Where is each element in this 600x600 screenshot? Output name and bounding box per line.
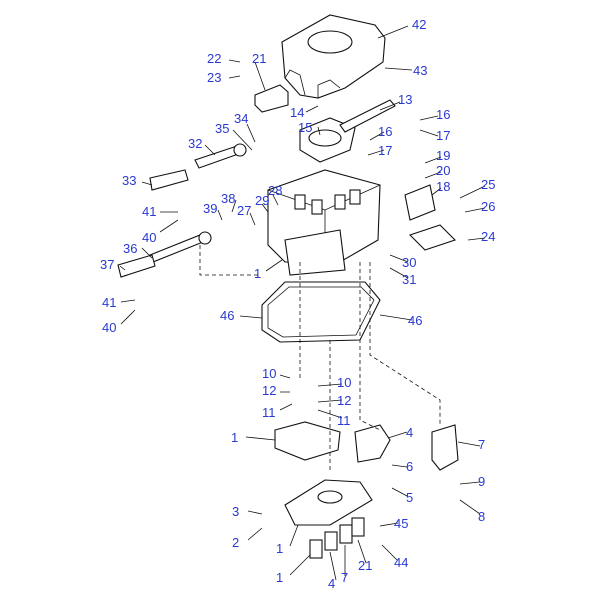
- part-label: 46: [220, 308, 235, 323]
- part-label: 13: [398, 92, 413, 107]
- connector-4-part: [354, 424, 391, 463]
- part-label: 1: [254, 266, 262, 281]
- part-label: 32: [188, 136, 203, 151]
- part-label: 42: [412, 17, 427, 32]
- part-label: 14: [290, 105, 305, 120]
- part-label: 9: [478, 474, 486, 489]
- part-label: 40: [142, 230, 157, 245]
- part-label: 36: [123, 241, 138, 256]
- part-label: 34: [234, 111, 249, 126]
- part-label: 16: [436, 107, 451, 122]
- part-label: 21: [252, 51, 267, 66]
- part-label: 38: [221, 191, 236, 206]
- part-label: 25: [481, 177, 496, 192]
- part-label: 29: [255, 193, 270, 208]
- leader-lines: [119, 25, 486, 581]
- part-label: 22: [207, 51, 222, 66]
- main-body-part: [267, 169, 381, 276]
- plate-24-part: [408, 224, 457, 251]
- tube-parts: [117, 143, 247, 278]
- part-label: 21: [358, 558, 373, 573]
- part-label: 11: [337, 413, 351, 428]
- part-label: 45: [394, 516, 409, 531]
- part-label: 18: [436, 179, 451, 194]
- part-label: 28: [268, 183, 283, 198]
- part-label: 41: [142, 204, 157, 219]
- part-label: 37: [100, 257, 115, 272]
- part-label: 30: [402, 255, 417, 270]
- part-label: 27: [237, 203, 252, 218]
- part-label: 6: [406, 459, 414, 474]
- part-label: 17: [436, 128, 451, 143]
- part-label: 26: [481, 199, 496, 214]
- part-label: 12: [337, 393, 352, 408]
- part-label: 10: [337, 375, 352, 390]
- part-label: 10: [262, 366, 277, 381]
- part-label: 1: [276, 570, 284, 585]
- part-label: 40: [102, 320, 117, 335]
- part-label: 31: [402, 272, 417, 287]
- part-label: 43: [413, 63, 428, 78]
- bracket-part: [254, 84, 289, 113]
- part-label: 7: [341, 570, 349, 585]
- part-label: 20: [436, 163, 451, 178]
- relay-7-part: [431, 424, 459, 471]
- part-label: 11: [262, 405, 276, 420]
- part-label: 2: [232, 535, 240, 550]
- part-label: 19: [436, 148, 451, 163]
- part-label: 24: [481, 229, 496, 244]
- part-label: 23: [207, 70, 222, 85]
- part-label: 1: [276, 541, 284, 556]
- frame-46-part: [261, 281, 381, 343]
- part-label: 46: [408, 313, 423, 328]
- connector-part: [309, 539, 323, 559]
- part-label: 39: [203, 201, 218, 216]
- part-label: 3: [232, 504, 240, 519]
- part-label: 17: [378, 143, 393, 158]
- part-label: 44: [394, 555, 409, 570]
- lower-bracket-1-part: [274, 421, 341, 461]
- bracket-18-part: [404, 184, 436, 221]
- part-label: 4: [328, 576, 336, 591]
- part-label: 33: [122, 173, 137, 188]
- part-label: 16: [378, 124, 393, 139]
- part-label: 4: [406, 425, 414, 440]
- part-label: 12: [262, 383, 277, 398]
- part-label: 35: [215, 121, 230, 136]
- switch-part: [299, 99, 396, 163]
- part-label: 7: [478, 437, 486, 452]
- part-label: 15: [298, 120, 313, 135]
- part-label: 41: [102, 295, 117, 310]
- cover-part: [281, 14, 386, 99]
- part-label: 5: [406, 490, 414, 505]
- part-label: 1: [231, 430, 239, 445]
- part-label: 8: [478, 509, 486, 524]
